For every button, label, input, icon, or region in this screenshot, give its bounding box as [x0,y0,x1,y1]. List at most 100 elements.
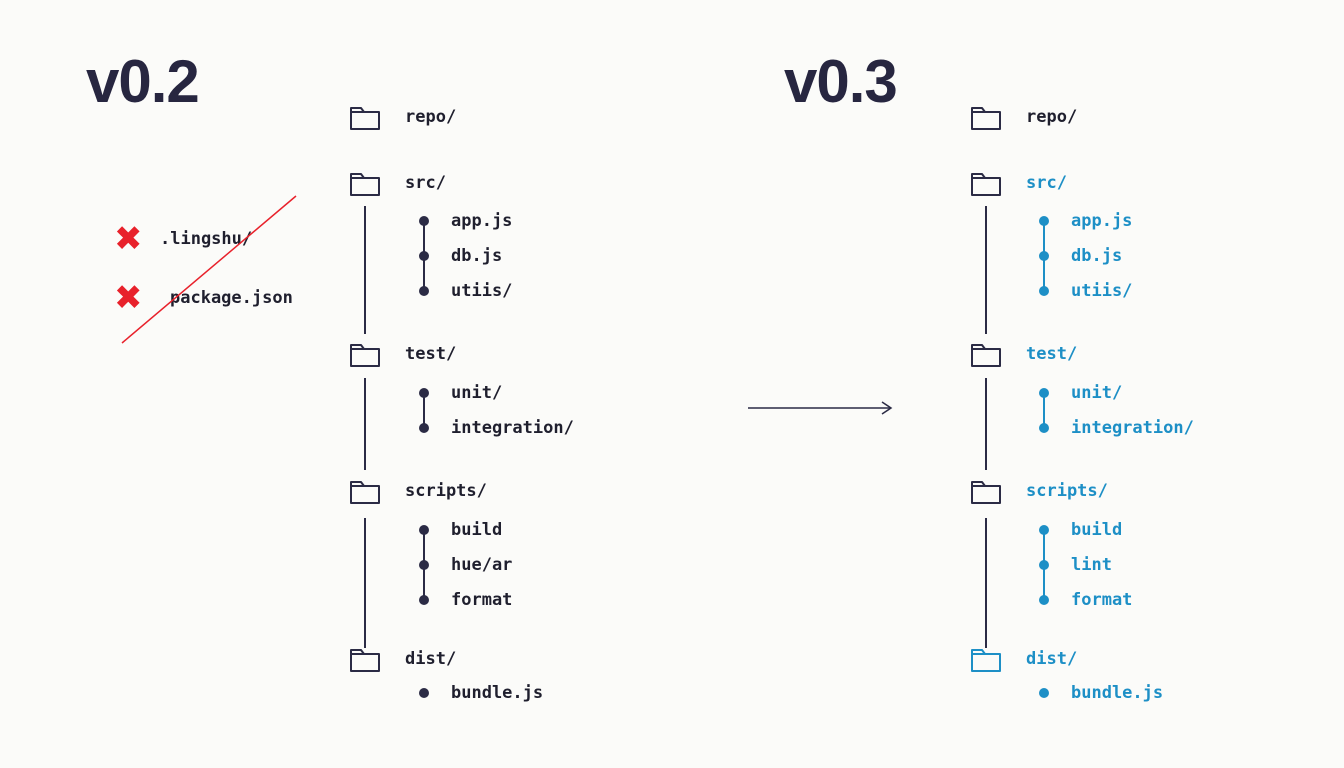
folder-row-test: test/ [970,340,1077,368]
folder-name: dist/ [1026,649,1078,669]
node-dot-icon [1039,595,1049,605]
red-x-icon: ✖ [114,278,143,318]
folder-row-src: src/ [970,169,1067,197]
tree-node: integration/ [419,418,574,438]
folder-icon [350,173,380,196]
node-dot-icon [1039,423,1049,433]
tree-node: integration/ [1039,418,1194,438]
tree-trunk-line [985,518,987,648]
node-dot-icon [1039,251,1049,261]
folder-row-scripts: scripts/ [349,477,487,505]
node-label: app.js [1071,211,1133,231]
folder-icon [971,649,1001,672]
removed-item-lingshu: ✖ .lingshu/ [114,222,252,256]
node-label: build [1071,520,1123,540]
tree-node: format [1039,590,1132,610]
folder-row-src: src/ [349,169,446,197]
folder-row-repo: repo/ [349,103,456,131]
node-label: unit/ [1071,383,1123,403]
folder-name: src/ [405,173,446,193]
arrow-right-icon [748,401,893,415]
folder-icon [971,173,1001,196]
node-label: utiis/ [451,281,513,301]
tree-node: utiis/ [1039,281,1132,301]
tree-trunk-line [985,206,987,334]
tree-node: utiis/ [419,281,512,301]
node-label: app.js [451,211,513,231]
version-title-after: v0.3 [784,48,898,115]
folder-name: repo/ [1026,107,1078,127]
node-dot-icon [419,216,429,226]
tree-node: unit/ [1039,383,1122,403]
child-connector-line [423,394,425,428]
node-dot-icon [419,595,429,605]
removed-item-package-json: ✖ package.json [114,281,293,315]
tree-node: hue/ar [419,555,512,575]
tree-node: app.js [1039,211,1132,231]
node-dot-icon [1039,388,1049,398]
folder-row-scripts: scripts/ [970,477,1108,505]
node-label: build [451,520,503,540]
folder-row-test: test/ [349,340,456,368]
node-dot-icon [1039,560,1049,570]
tree-node: build [1039,520,1122,540]
tree-trunk-line [364,378,366,470]
tree-node: app.js [419,211,512,231]
folder-name: test/ [405,344,457,364]
node-dot-icon [1039,688,1049,698]
tree-node: unit/ [419,383,502,403]
tree-trunk-line [364,518,366,648]
folder-name: dist/ [405,649,457,669]
tree-trunk-line [985,378,987,470]
node-label: integration/ [451,418,574,438]
strike-through-line [121,195,297,344]
folder-name: src/ [1026,173,1067,193]
tree-node: bundle.js [419,683,543,703]
node-label: bundle.js [1071,683,1164,703]
node-dot-icon [419,388,429,398]
node-label: integration/ [1071,418,1194,438]
node-dot-icon [419,286,429,296]
removed-item-label: .lingshu/ [160,229,253,249]
node-label: bundle.js [451,683,544,703]
folder-icon [350,481,380,504]
node-label: lint [1071,555,1112,575]
version-title-before: v0.2 [86,48,200,115]
node-dot-icon [1039,286,1049,296]
folder-icon [971,481,1001,504]
node-label: utiis/ [1071,281,1133,301]
folder-row-repo: repo/ [970,103,1077,131]
folder-icon [971,107,1001,130]
node-dot-icon [1039,216,1049,226]
tree-node: build [419,520,502,540]
folder-name: scripts/ [405,481,487,501]
folder-name: test/ [1026,344,1078,364]
node-label: hue/ar [451,555,513,575]
folder-icon [350,344,380,367]
node-dot-icon [419,251,429,261]
folder-icon [971,344,1001,367]
folder-icon [350,107,380,130]
folder-icon [350,649,380,672]
tree-node: format [419,590,512,610]
node-dot-icon [1039,525,1049,535]
tree-node: db.js [419,246,502,266]
removed-item-label: package.json [170,288,293,308]
tree-node: bundle.js [1039,683,1163,703]
node-dot-icon [419,560,429,570]
folder-name: scripts/ [1026,481,1108,501]
tree-node: db.js [1039,246,1122,266]
node-label: db.js [451,246,503,266]
child-connector-line [1043,394,1045,428]
folder-row-dist: dist/ [970,645,1077,673]
node-label: db.js [1071,246,1123,266]
node-dot-icon [419,688,429,698]
folder-name: repo/ [405,107,457,127]
node-dot-icon [419,525,429,535]
node-label: format [1071,590,1133,610]
node-label: format [451,590,513,610]
folder-row-dist: dist/ [349,645,456,673]
tree-node: lint [1039,555,1112,575]
node-dot-icon [419,423,429,433]
